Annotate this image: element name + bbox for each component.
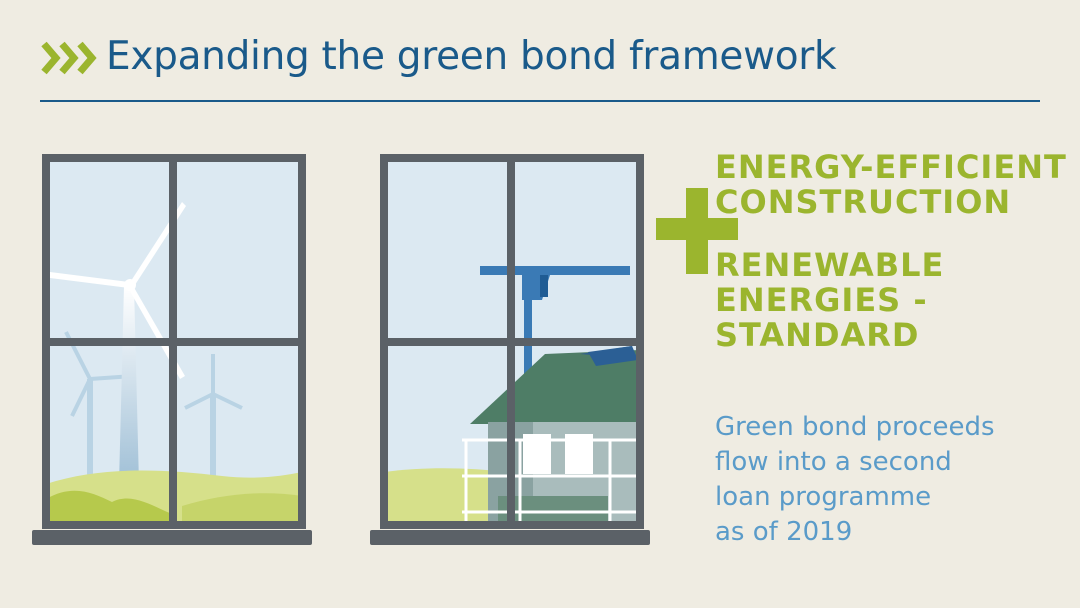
highlight-energy-efficient-construction: ENERGY-EFFICIENT CONSTRUCTION — [715, 150, 1067, 220]
highlight-line: CONSTRUCTION — [715, 183, 1012, 221]
highlight-line: RENEWABLE — [715, 246, 945, 284]
note-line: flow into a second — [715, 447, 952, 477]
note-line: as of 2019 — [715, 517, 853, 547]
construction-window — [370, 154, 650, 545]
triple-chevron-icon — [41, 41, 97, 75]
page-title: Expanding the green bond framework — [106, 34, 837, 79]
highlight-line: ENERGY-EFFICIENT — [715, 148, 1067, 186]
programme-note: Green bond proceeds flow into a second l… — [715, 410, 995, 550]
note-line: Green bond proceeds — [715, 412, 995, 442]
solar-panel-icon — [588, 346, 638, 366]
highlight-line: STANDARD — [715, 316, 920, 354]
plus-icon — [656, 188, 738, 274]
note-line: loan programme — [715, 482, 932, 512]
header: Expanding the green bond framework — [40, 30, 1040, 102]
wind-turbine-window — [32, 154, 312, 545]
highlight-line: ENERGIES - — [715, 281, 928, 319]
wind-turbine-icon — [184, 354, 243, 479]
highlight-renewable-energies-standard: RENEWABLE ENERGIES - STANDARD — [715, 248, 944, 353]
title-divider — [40, 100, 1040, 102]
